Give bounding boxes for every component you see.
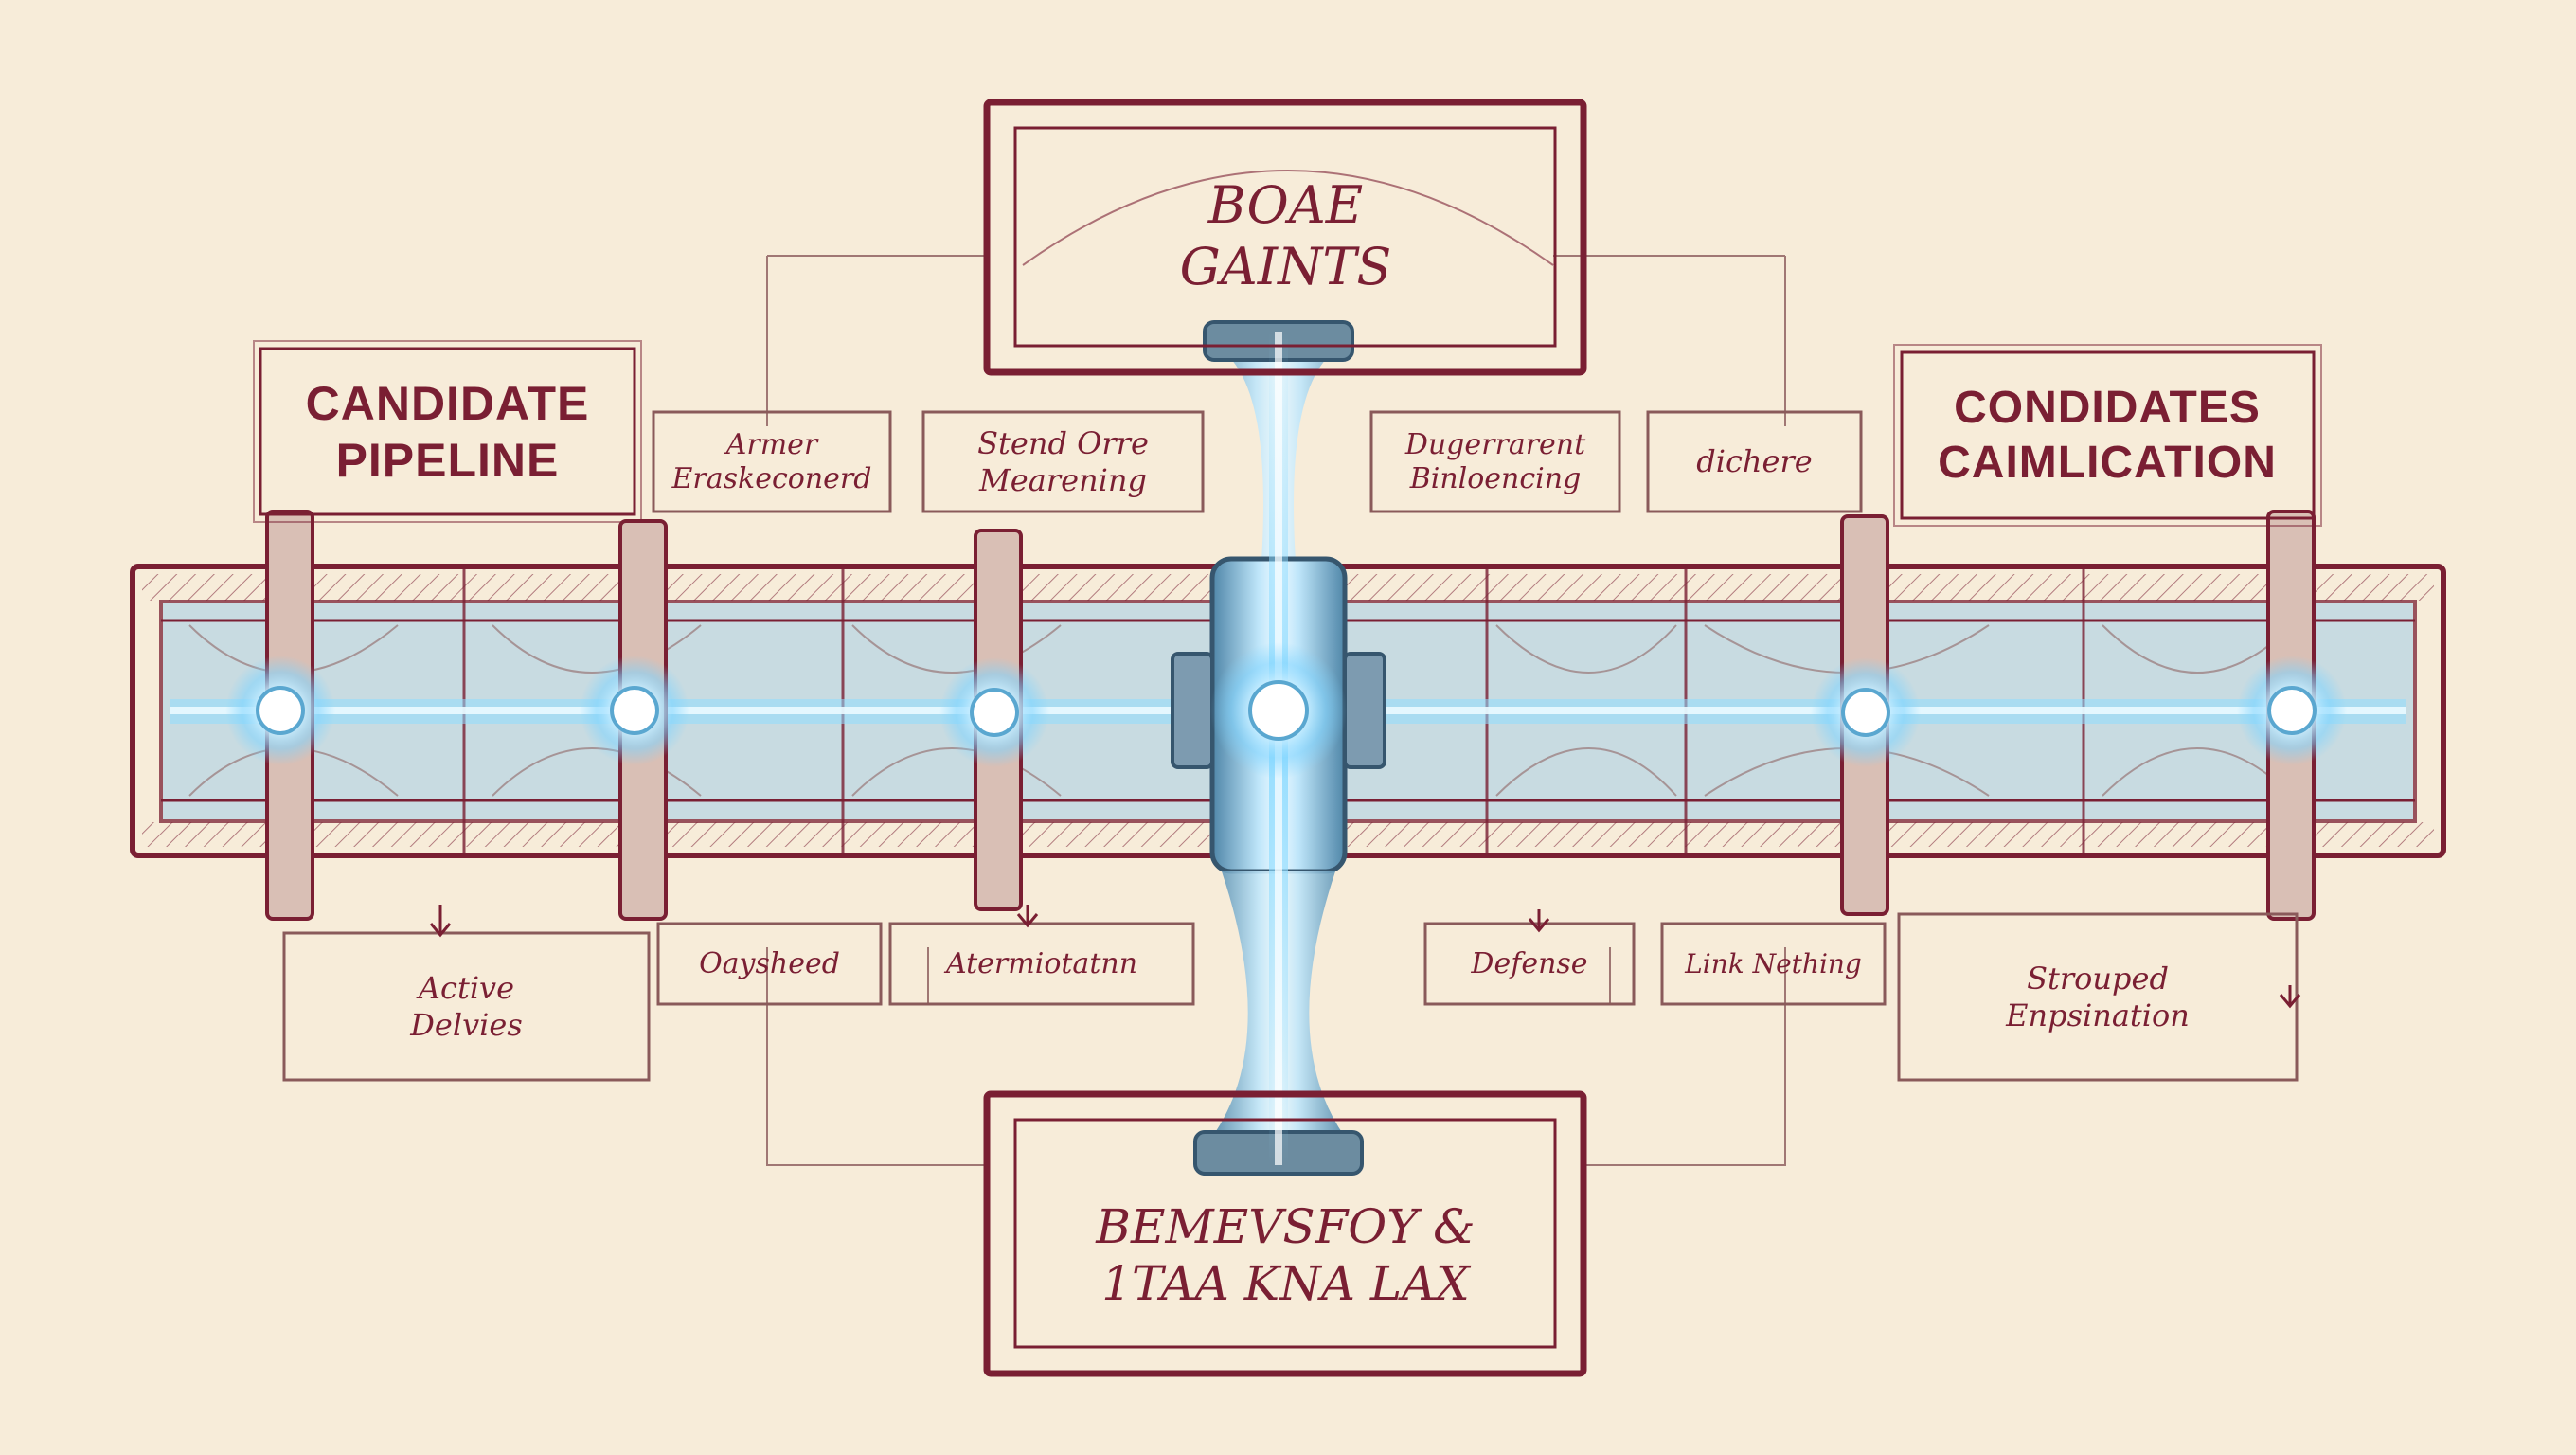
label-boxes bbox=[282, 410, 2299, 1082]
box-right-title-label: CONDIDATES CAIMLICATION bbox=[1938, 382, 2277, 488]
glowing-node-icon bbox=[225, 642, 2347, 779]
lower-label-6: Strouped Enpsination bbox=[2006, 961, 2190, 1033]
lower-label-2: Oaysheed bbox=[699, 946, 840, 980]
upper-label-1: Armer Eraskeconerd bbox=[671, 427, 872, 495]
box-top-center-label: BOAE GAINTS bbox=[1179, 175, 1392, 296]
connector-lines bbox=[766, 255, 1786, 1166]
upper-label-3: Dugerrarent Binloencing bbox=[1404, 427, 1586, 495]
lower-label-4: Defense bbox=[1471, 946, 1588, 980]
box-left-title-label: CANDIDATE PIPELINE bbox=[305, 376, 590, 487]
title-boxes bbox=[253, 99, 2322, 1377]
down-arrow-icon bbox=[429, 905, 2301, 1009]
upper-label-4: dichere bbox=[1696, 443, 1813, 480]
lower-label-3: Atermiotatnn bbox=[945, 946, 1138, 980]
lower-label-5: Link Nething bbox=[1685, 947, 1862, 979]
box-bottom-center-label: BEMEVSFOY & 1TAA KNA LAX bbox=[1096, 1199, 1476, 1311]
lower-label-1: Active Delvies bbox=[410, 970, 523, 1043]
upper-label-2: Stend Orre Mearening bbox=[977, 425, 1149, 498]
